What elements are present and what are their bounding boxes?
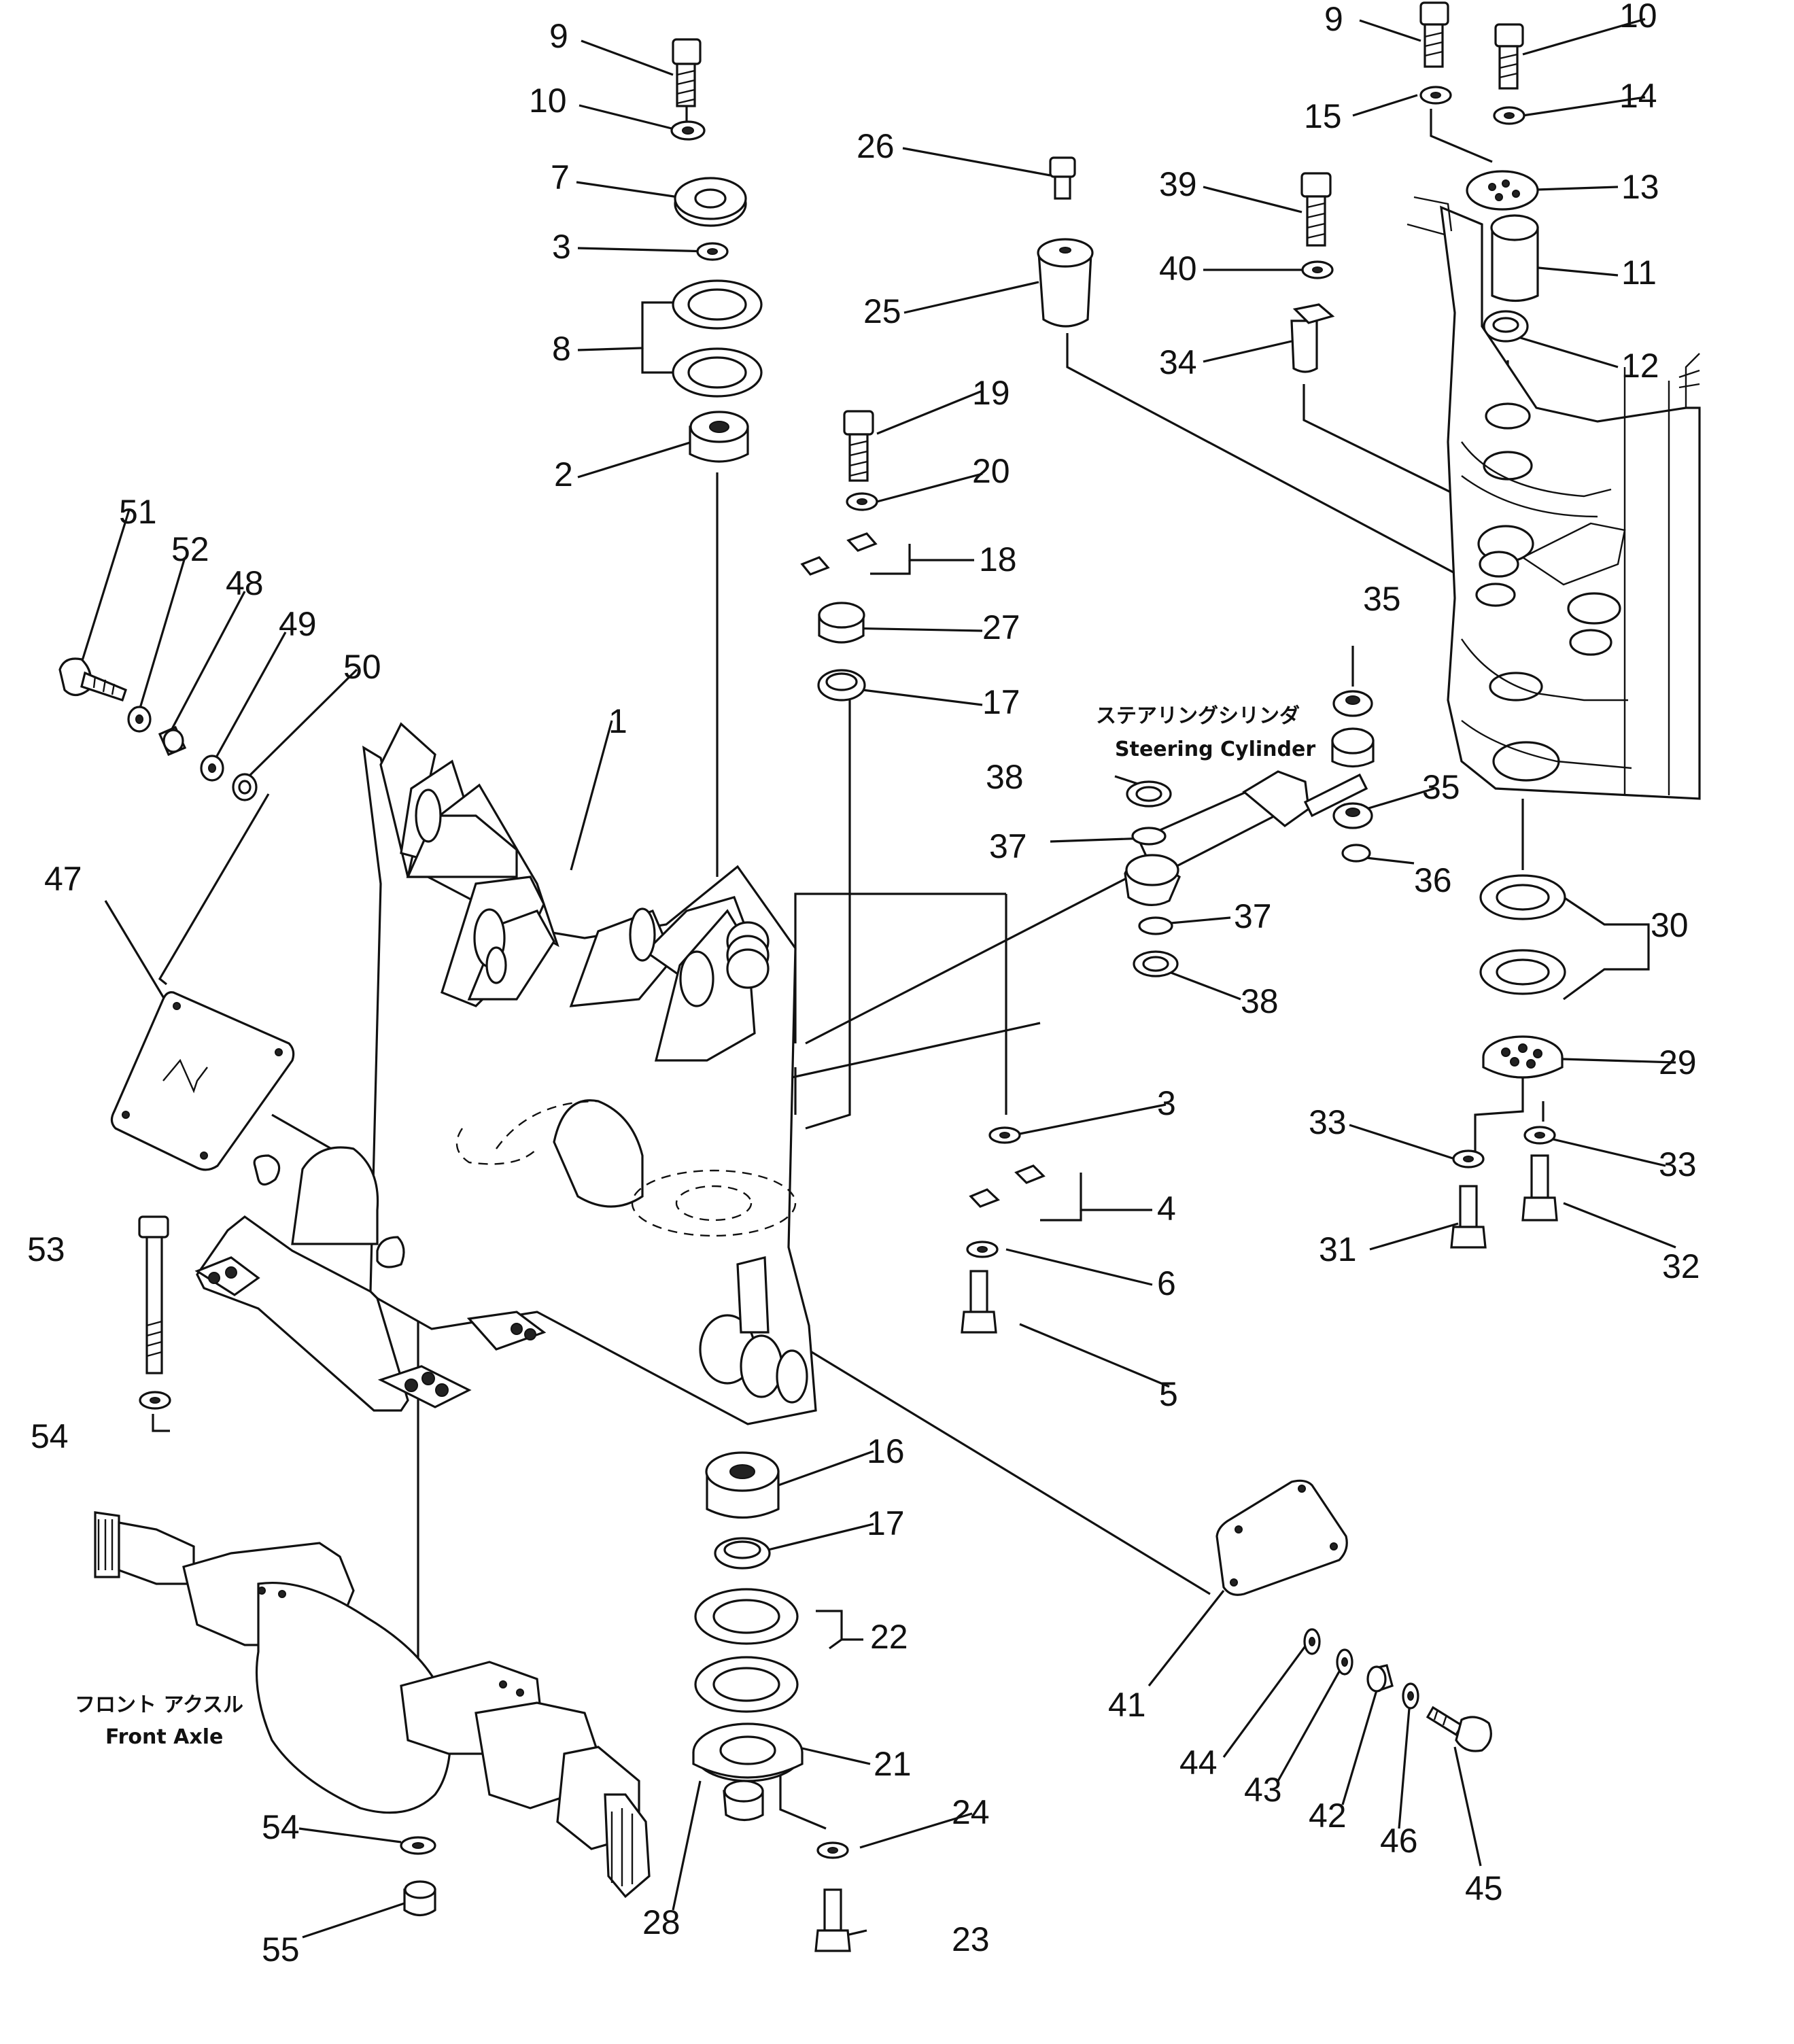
lower-center-parts (692, 1451, 851, 1952)
label-34: 34 (1159, 343, 1197, 381)
label-35: 35 (1422, 768, 1460, 806)
label-32: 32 (1662, 1247, 1700, 1285)
label-40: 40 (1159, 249, 1197, 288)
label-3: 3 (552, 228, 571, 266)
center-lower-parts (961, 1126, 1046, 1334)
label-6: 6 (1157, 1264, 1176, 1302)
label-3: 3 (1157, 1084, 1176, 1122)
front-axle (94, 1511, 651, 1917)
left-parts (58, 657, 295, 1432)
label-10: 10 (529, 82, 567, 120)
label-47: 47 (44, 860, 82, 898)
label-9: 9 (1324, 0, 1343, 38)
leader-lines (80, 18, 1676, 1942)
label-44: 44 (1179, 1744, 1218, 1782)
label-17: 17 (867, 1504, 905, 1542)
label-4: 4 (1157, 1190, 1176, 1228)
label-31: 31 (1319, 1230, 1357, 1268)
label-54: 54 (262, 1808, 300, 1846)
steering-cylinder-en: Steering Cylinder (1115, 738, 1315, 761)
label-23: 23 (952, 1920, 990, 1958)
label-1: 1 (608, 702, 627, 740)
label-54: 54 (31, 1417, 69, 1455)
label-55: 55 (262, 1930, 300, 1969)
label-38: 38 (986, 758, 1024, 796)
label-48: 48 (226, 564, 264, 602)
label-43: 43 (1244, 1771, 1282, 1809)
label-41: 41 (1108, 1686, 1146, 1724)
label-28: 28 (642, 1903, 680, 1941)
label-51: 51 (119, 493, 157, 531)
top-right-parts (1290, 1, 1539, 373)
label-17: 17 (982, 683, 1020, 721)
label-8: 8 (552, 330, 571, 368)
rear-frame (1407, 196, 1701, 800)
label-27: 27 (982, 608, 1020, 646)
label-9: 9 (549, 17, 568, 55)
mid-center-parts (800, 410, 878, 701)
label-12: 12 (1621, 347, 1659, 385)
label-30: 30 (1651, 906, 1689, 944)
label-50: 50 (343, 648, 381, 686)
label-21: 21 (874, 1745, 912, 1783)
label-49: 49 (279, 605, 317, 643)
label-5: 5 (1159, 1375, 1178, 1413)
front-frame (194, 722, 817, 1425)
front-axle-jp: フロント アクスル (75, 1693, 243, 1717)
top-center-parts (670, 38, 763, 463)
label-29: 29 (1659, 1043, 1697, 1081)
steering-cylinder-jp: ステアリングシリンダ (1096, 704, 1300, 728)
label-14: 10 (1619, 0, 1657, 35)
label-2: 2 (554, 455, 573, 493)
label-46: 46 (1380, 1822, 1418, 1860)
part-number-labels: 9 10 7 3 8 2 26 25 19 20 18 27 17 9 10 1… (27, 0, 1700, 1969)
label-45: 45 (1465, 1869, 1503, 1907)
label-35: 35 (1363, 580, 1401, 618)
label-16: 16 (867, 1432, 905, 1470)
label-53: 53 (27, 1230, 65, 1268)
cover-41-parts (1215, 1479, 1492, 1752)
label-36: 36 (1414, 861, 1452, 899)
label-37: 37 (1234, 897, 1272, 935)
pin-25-26 (1037, 156, 1094, 328)
label-7: 7 (551, 158, 570, 196)
label-26: 26 (857, 127, 895, 165)
label-13: 13 (1621, 168, 1659, 206)
label-37: 37 (989, 827, 1027, 865)
right-lower-parts (1450, 874, 1566, 1249)
front-axle-en: Front Axle (105, 1725, 223, 1749)
label-22: 22 (870, 1618, 908, 1656)
label-25: 25 (863, 292, 901, 330)
label-10: 15 (1304, 97, 1342, 135)
label-20: 20 (972, 452, 1010, 490)
label-33: 33 (1309, 1103, 1347, 1141)
label-38: 38 (1241, 982, 1279, 1020)
label-11: 11 (1621, 254, 1657, 292)
label-52: 52 (171, 530, 209, 568)
label-42: 42 (1309, 1797, 1347, 1835)
steering-cylinder (1124, 690, 1375, 977)
label-33: 33 (1659, 1145, 1697, 1183)
label-19: 19 (972, 374, 1010, 412)
label-39: 39 (1159, 165, 1197, 203)
label-18: 18 (979, 540, 1017, 578)
label-24: 24 (952, 1793, 990, 1831)
annotations: ステアリングシリンダ Steering Cylinder フロント アクスル F… (75, 704, 1315, 1749)
label-15: 14 (1619, 77, 1657, 115)
